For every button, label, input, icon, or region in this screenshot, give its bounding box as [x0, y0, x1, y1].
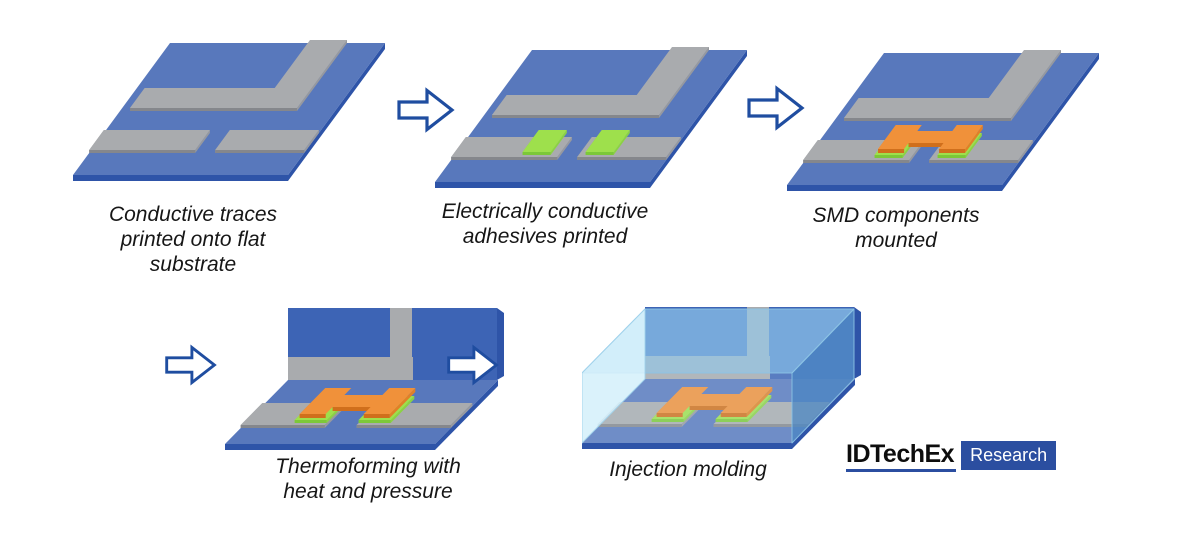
label-line: Injection molding	[609, 458, 767, 481]
label-line: printed onto flat	[120, 228, 266, 251]
illustration-thermoforming	[225, 308, 504, 450]
illustration-flat-substrate	[73, 40, 385, 181]
label-line: mounted	[855, 229, 937, 252]
step-label-conductive-traces: Conductive traces printed onto flat subs…	[73, 202, 313, 277]
label-line: heat and pressure	[283, 480, 453, 503]
arrow-right-icon	[397, 87, 455, 133]
step-label-injection-molding: Injection molding	[568, 457, 808, 482]
label-line: SMD components	[812, 204, 980, 227]
arrow-right-icon	[747, 85, 805, 131]
idtechex-logo-brand: IDTechEx	[846, 441, 957, 472]
label-line: Conductive traces	[108, 203, 278, 226]
idtechex-logo: IDTechEx Research	[846, 441, 1057, 472]
illustration-smd-mounted	[787, 50, 1099, 191]
arrow-right-icon	[447, 344, 499, 386]
label-line: adhesives printed	[462, 225, 628, 248]
step-label-adhesives: Electrically conductive adhesives printe…	[415, 199, 675, 249]
illustration-adhesives-printed	[435, 47, 747, 188]
idtechex-logo-research-badge: Research	[961, 441, 1057, 470]
arrow-right-icon	[165, 344, 217, 386]
label-line: substrate	[149, 253, 237, 276]
label-line: Thermoforming with	[275, 455, 461, 478]
step-label-thermoforming: Thermoforming with heat and pressure	[248, 454, 488, 504]
label-line: Electrically conductive	[441, 200, 649, 223]
illustration-injection-molding	[582, 307, 861, 449]
step-label-smd: SMD components mounted	[776, 203, 1016, 253]
